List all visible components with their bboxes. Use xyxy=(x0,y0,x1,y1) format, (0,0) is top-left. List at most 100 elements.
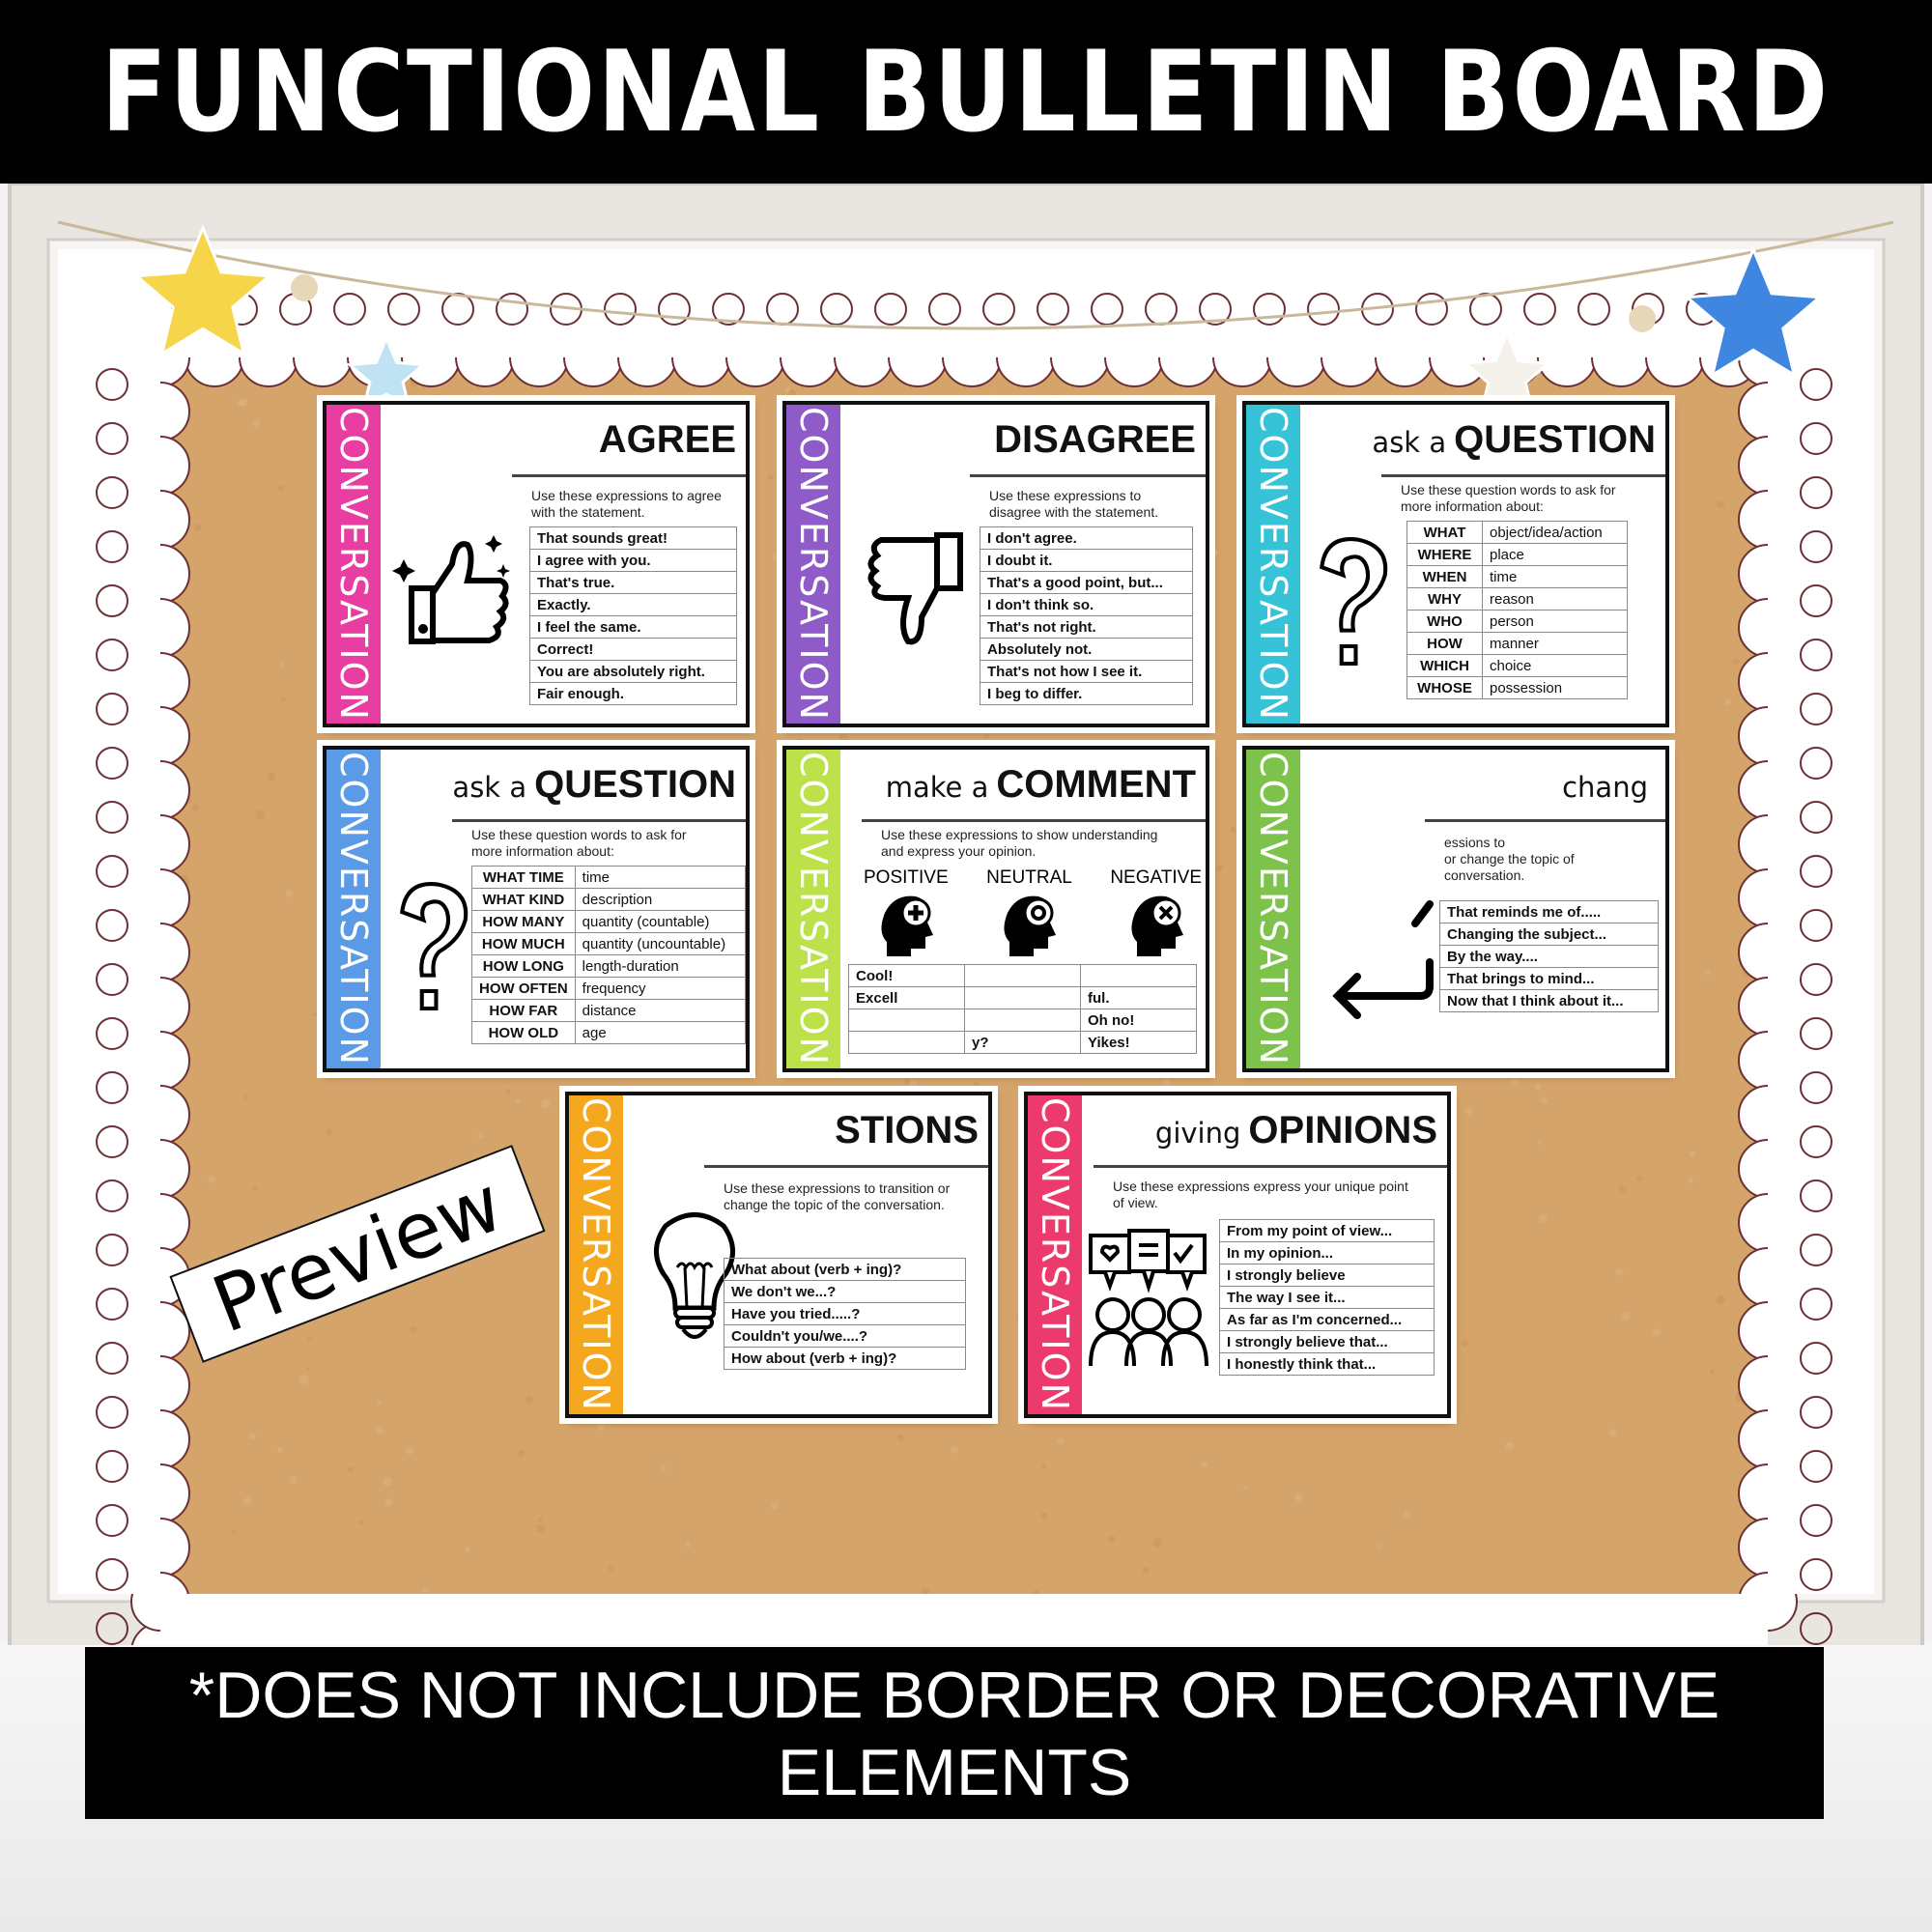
table-row: HOWmanner xyxy=(1407,633,1628,655)
cork-texture xyxy=(195,525,202,531)
table-cell: WHERE xyxy=(1407,544,1483,566)
cork-texture xyxy=(993,393,998,398)
table-cell: That's a good point, but... xyxy=(980,572,1193,594)
table-row: HOW OLDage xyxy=(472,1022,746,1044)
table-cell: description xyxy=(575,889,745,911)
header-negative: NEGATIVE xyxy=(1110,867,1202,962)
card-disagree: CONVERSATION DISAGREE Use these expressi… xyxy=(782,401,1209,727)
disclaimer-line-1: *DOES NOT INCLUDE BORDER OR DECORATIVE xyxy=(85,1657,1824,1734)
table-row: I don't agree. xyxy=(980,527,1193,550)
page-title: FUNCTIONAL BULLETIN BOARD xyxy=(101,27,1831,157)
table-cell: I feel the same. xyxy=(530,616,737,639)
title-underline xyxy=(1094,1165,1447,1168)
table-row: WHOperson xyxy=(1407,611,1628,633)
card-comment: CONVERSATION make aCOMMENT Use these exp… xyxy=(782,746,1209,1072)
cork-texture xyxy=(313,1012,317,1016)
cork-texture xyxy=(1451,1197,1456,1202)
card-title: ask aQUESTION xyxy=(452,763,736,807)
card-title: make aCOMMENT xyxy=(886,763,1196,807)
cork-texture xyxy=(1609,1430,1616,1436)
table-row: HOW OFTENfrequency xyxy=(472,978,746,1000)
cork-texture xyxy=(788,389,796,397)
cork-texture xyxy=(1710,1369,1715,1374)
table-row: Exactly. xyxy=(530,594,737,616)
table-cell xyxy=(849,1032,965,1054)
table-row: By the way.... xyxy=(1440,946,1659,968)
category-label: CONVERSATION xyxy=(792,752,835,1066)
table-cell: As far as I'm concerned... xyxy=(1220,1309,1435,1331)
disclaimer-box: *DOES NOT INCLUDE BORDER OR DECORATIVE E… xyxy=(85,1647,1824,1819)
table-row: WHAT TIMEtime xyxy=(472,867,746,889)
cork-texture xyxy=(208,1176,215,1183)
expressions-table: That reminds me of.....Changing the subj… xyxy=(1439,900,1659,1012)
table-cell: quantity (uncountable) xyxy=(575,933,745,955)
table-row: WHAT KINDdescription xyxy=(472,889,746,911)
table-row: As far as I'm concerned... xyxy=(1220,1309,1435,1331)
card-title-light: giving xyxy=(1155,1117,1240,1150)
table-cell: HOW MANY xyxy=(472,911,576,933)
cork-texture xyxy=(1202,1462,1208,1467)
card-description: Use these question words to ask for more… xyxy=(1401,482,1616,515)
category-label: CONVERSATION xyxy=(1252,752,1294,1066)
cork-texture xyxy=(1054,394,1060,400)
category-stripe: CONVERSATION xyxy=(1246,750,1300,1068)
cork-texture xyxy=(1636,1176,1643,1182)
cork-texture xyxy=(506,1089,511,1094)
table-row: I agree with you. xyxy=(530,550,737,572)
card-title-light: ask a xyxy=(1372,426,1446,459)
title-underline xyxy=(512,474,746,477)
card-title: chang xyxy=(1562,763,1656,807)
cork-texture xyxy=(1615,1268,1623,1276)
table-cell: We don't we...? xyxy=(724,1281,966,1303)
table-cell: manner xyxy=(1483,633,1628,655)
table-cell: Absolutely not. xyxy=(980,639,1193,661)
cork-texture xyxy=(973,1082,979,1088)
table-cell: Have you tried.....? xyxy=(724,1303,966,1325)
cork-texture xyxy=(1465,1107,1472,1114)
table-row: WHENtime xyxy=(1407,566,1628,588)
table-cell: HOW OFTEN xyxy=(472,978,576,1000)
cork-texture xyxy=(1619,1186,1627,1194)
cork-texture xyxy=(358,1520,363,1525)
cork-texture xyxy=(1163,1078,1171,1086)
table-cell xyxy=(965,987,1081,1009)
table-cell: HOW xyxy=(1407,633,1483,655)
table-row: WHOSEpossession xyxy=(1407,677,1628,699)
card-title-light: ask a xyxy=(452,771,526,804)
table-cell: Changing the subject... xyxy=(1440,923,1659,946)
opinions-icon xyxy=(1086,1226,1211,1376)
title-underline xyxy=(704,1165,988,1168)
table-row: That's not right. xyxy=(980,616,1193,639)
table-cell: I agree with you. xyxy=(530,550,737,572)
card-description: Use these expressions to transition or c… xyxy=(724,1180,950,1213)
card-title-light: chang xyxy=(1562,771,1648,804)
cork-texture xyxy=(1688,1178,1693,1183)
table-row: What about (verb + ing)? xyxy=(724,1259,966,1281)
table-cell: I honestly think that... xyxy=(1220,1353,1435,1376)
column-headers: POSITIVENEUTRALNEGATIVE xyxy=(864,867,1202,962)
table-row: Fair enough. xyxy=(530,683,737,705)
cork-texture xyxy=(423,1587,429,1593)
category-label: CONVERSATION xyxy=(332,752,375,1066)
cork-texture xyxy=(1718,501,1725,509)
expressions-table: From my point of view...In my opinion...… xyxy=(1219,1219,1435,1376)
card-description: essions to or change the topic of conver… xyxy=(1444,835,1575,884)
table-cell: In my opinion... xyxy=(1220,1242,1435,1264)
cork-texture xyxy=(253,1186,258,1191)
table-cell: From my point of view... xyxy=(1220,1220,1435,1242)
table-row: I feel the same. xyxy=(530,616,737,639)
table-row: Cool! xyxy=(849,965,1197,987)
table-row: I beg to differ. xyxy=(980,683,1193,705)
table-row: I strongly believe that... xyxy=(1220,1331,1435,1353)
table-row: The way I see it... xyxy=(1220,1287,1435,1309)
card-description: Use these expressions to agree with the … xyxy=(531,488,722,521)
cork-texture xyxy=(609,1566,614,1572)
cork-texture xyxy=(1294,1493,1303,1502)
table-cell: Cool! xyxy=(849,965,965,987)
cork-texture xyxy=(253,419,261,427)
table-cell: time xyxy=(575,867,745,889)
cork-texture xyxy=(376,1426,384,1434)
cork-texture xyxy=(796,738,803,745)
table-cell xyxy=(965,1009,1081,1032)
table-row: I doubt it. xyxy=(980,550,1193,572)
